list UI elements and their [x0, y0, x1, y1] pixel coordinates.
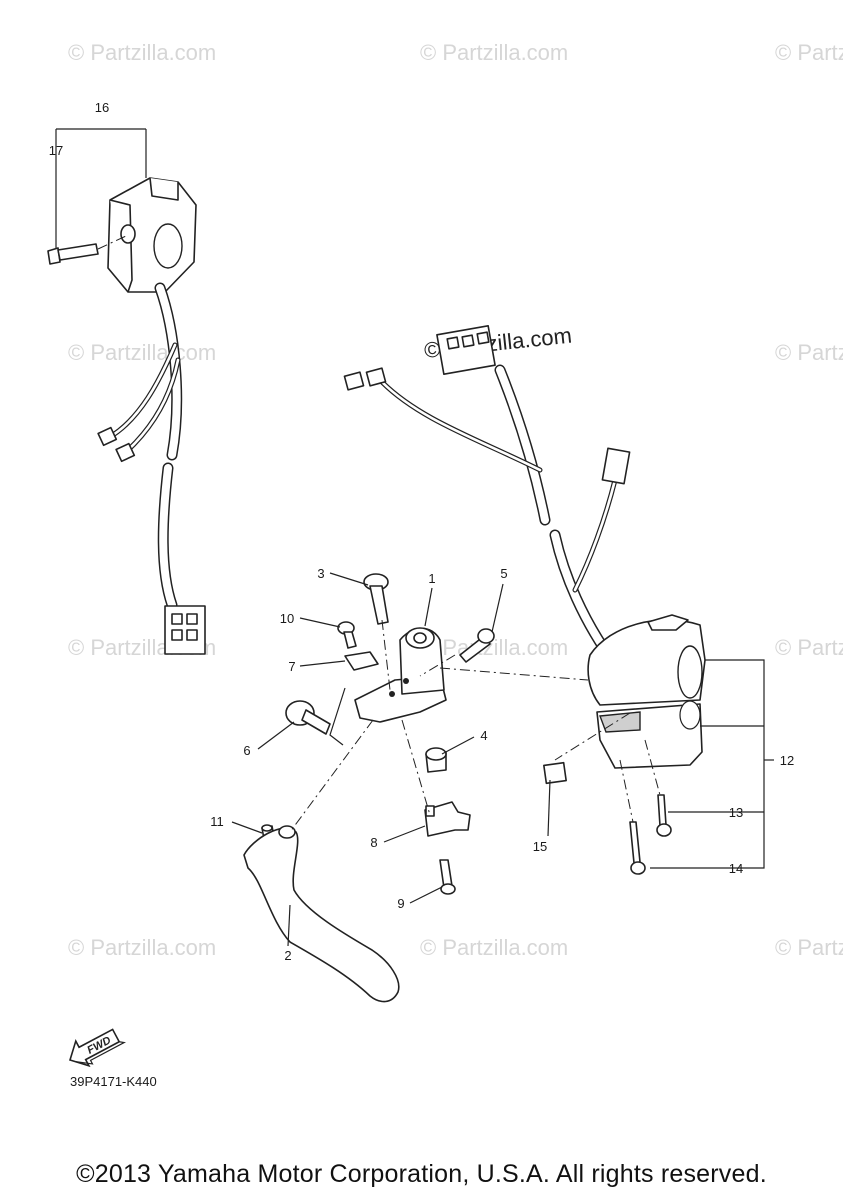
- brake-lever: [243, 825, 400, 1003]
- bolt-6: [285, 700, 331, 735]
- callout-2: 2: [284, 948, 291, 963]
- callout-labels: 1 2 3 4 5 6 7 8 9 10 11 12 13 14 15 16 1…: [49, 100, 794, 963]
- callout-4: 4: [480, 728, 487, 743]
- watermark: © Partzilla.com: [420, 40, 568, 65]
- part-15: [543, 761, 567, 785]
- watermark: © Partzilla.com: [775, 340, 843, 365]
- exploded-view-svg: © Partzilla.com © Partzilla.com © Partzi…: [47, 40, 843, 1089]
- copyright-footer: ©2013 Yamaha Motor Corporation, U.S.A. A…: [76, 1160, 767, 1188]
- center-lines: [289, 619, 661, 833]
- callout-9: 9: [397, 896, 404, 911]
- fwd-arrow-icon: FWD: [69, 1028, 127, 1068]
- watermark: © Partzilla.com: [420, 935, 568, 960]
- nut-4: [425, 747, 447, 773]
- watermark: © Partzilla.com: [775, 935, 843, 960]
- callout-3: 3: [317, 566, 324, 581]
- watermark: © Partzilla.com: [68, 40, 216, 65]
- callout-17: 17: [49, 143, 63, 158]
- bolt-3: [363, 573, 389, 625]
- callout-15: 15: [533, 839, 547, 854]
- callout-8: 8: [370, 835, 377, 850]
- callout-10: 10: [280, 611, 294, 626]
- callout-13: 13: [729, 805, 743, 820]
- screw-17: [47, 243, 99, 265]
- leader: [97, 235, 127, 250]
- right-switch-harness: [343, 324, 631, 656]
- switch-8: [424, 801, 471, 837]
- left-handlebar-switch: [107, 177, 197, 293]
- screw-10: [337, 621, 357, 649]
- left-switch-cable: [97, 282, 206, 655]
- leader-lines: [55, 128, 774, 947]
- watermark: © Partzilla.com: [68, 340, 216, 365]
- callout-7: 7: [288, 659, 295, 674]
- callout-12: 12: [780, 753, 794, 768]
- watermark: © Partzilla.com: [68, 935, 216, 960]
- bolt-5: [459, 628, 495, 663]
- callout-1: 1: [428, 571, 435, 586]
- screw-9: [439, 859, 456, 895]
- screw-14: [629, 821, 646, 875]
- screw-13: [656, 794, 672, 837]
- callout-14: 14: [729, 861, 743, 876]
- lever-holder: [354, 627, 447, 723]
- callout-5: 5: [500, 566, 507, 581]
- right-handlebar-switch: [587, 614, 706, 769]
- fwd-label: FWD: [85, 1034, 113, 1056]
- callout-11: 11: [210, 814, 224, 829]
- callout-6: 6: [243, 743, 250, 758]
- watermark: © Partzilla.com: [775, 40, 843, 65]
- drawing-code: 39P4171-K440: [70, 1074, 157, 1089]
- watermark: © Partzilla.com: [420, 635, 568, 660]
- clamp-7: [344, 651, 379, 671]
- watermark: © Partzilla.com: [775, 635, 843, 660]
- callout-16: 16: [95, 100, 109, 115]
